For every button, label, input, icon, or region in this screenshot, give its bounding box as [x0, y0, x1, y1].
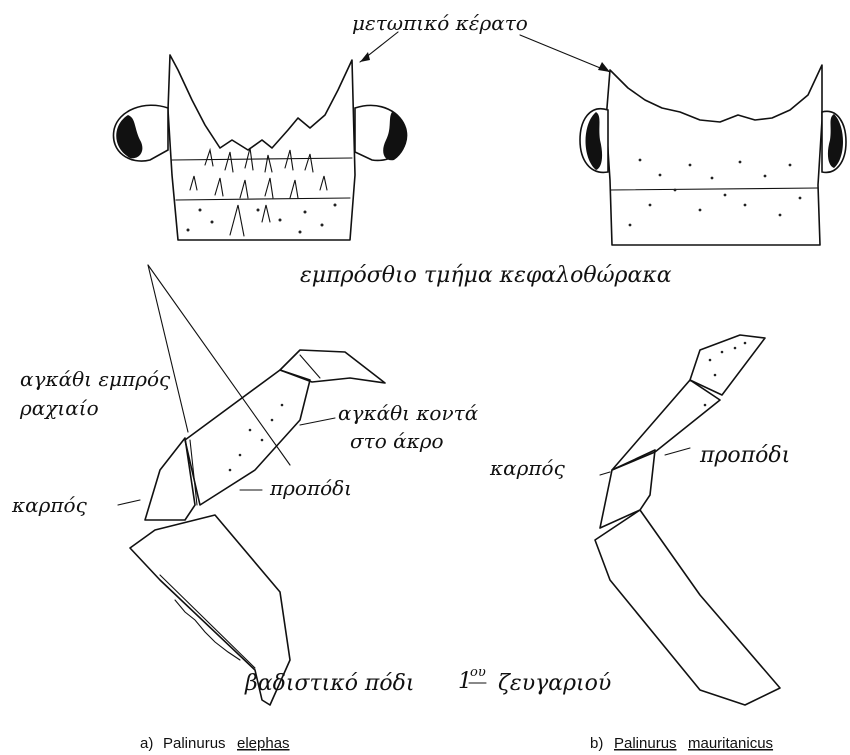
- leg-b-drawing: [595, 335, 780, 705]
- label-frontal-horn: μετωπικό κέρατο: [352, 11, 528, 35]
- label-pair-word: ζευγαριού: [498, 671, 611, 696]
- cephalothorax-b-drawing: [580, 65, 846, 245]
- leader-frontal-horn-b: [520, 35, 610, 72]
- label-carpus-b: καρπός: [489, 456, 566, 480]
- label-dorsal-front-spine: αγκάθι εμπρός: [20, 367, 171, 391]
- label-carpus-a: καρπός: [11, 493, 88, 517]
- svg-text:b): b): [590, 735, 603, 752]
- label-cephalothorax-front: εμπρόσθιο τμήμα κεφαλοθώρακα: [300, 263, 672, 288]
- svg-text:Palinurus: Palinurus: [614, 735, 677, 752]
- label-propodus-b: προπόδι: [699, 443, 790, 468]
- label-walking-leg: βαδιστικό πόδι: [244, 671, 415, 696]
- svg-text:elephas: elephas: [237, 735, 290, 752]
- cephalothorax-a-drawing: [113, 55, 406, 240]
- svg-text:mauritanicus: mauritanicus: [688, 735, 773, 752]
- caption-a: a) Palinurus elephas: [140, 735, 290, 752]
- svg-text:Palinurus: Palinurus: [163, 735, 226, 752]
- label-near-tip-spine-1: αγκάθι κοντά: [338, 401, 479, 425]
- label-dorsal-spine: ραχιαίο: [19, 396, 99, 420]
- label-near-tip-spine-2: στο άκρο: [350, 429, 444, 453]
- svg-text:a): a): [140, 735, 153, 752]
- caption-b: b) Palinurus mauritanicus: [590, 735, 773, 752]
- label-propodus-a: προπόδι: [269, 476, 352, 500]
- label-pair-superscript: ου: [470, 665, 486, 680]
